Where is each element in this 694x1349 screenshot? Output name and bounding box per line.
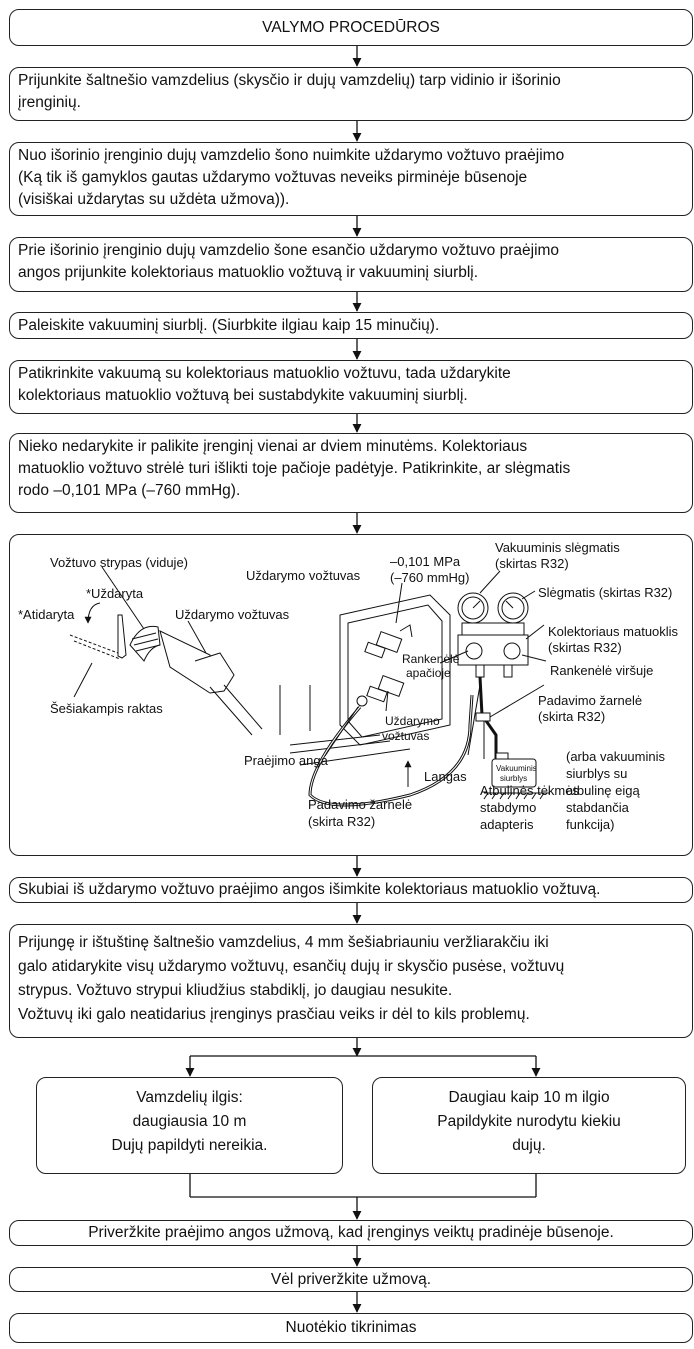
step-2-line-2: (Ką tik iš gamyklos gautas uždarymo vožt…: [18, 169, 528, 186]
label-service-port: Praėjimo anga: [244, 753, 329, 768]
shutoff-valve-upper-icon: [364, 624, 413, 659]
branch-left-line-2: daugiausia 10 m: [132, 1113, 247, 1130]
step-7-line-1: Skubiai iš uždarymo vožtuvo praėjimo ang…: [18, 881, 601, 898]
step-9-text: Priveržkite praėjimo angos užmovą, kad į…: [88, 1224, 614, 1241]
label-gauge: Slėgmatis (skirtas R32): [538, 585, 672, 600]
title-text: VALYMO PROCEDŪROS: [262, 19, 440, 36]
label-check-valve-1: Atbulinės tėkmės: [480, 783, 579, 798]
step-1-line-1: Prijunkite šaltnešio vamzdelius (skysčio…: [18, 72, 561, 89]
step-11-text: Nuotėkio tikrinimas: [285, 1319, 417, 1336]
step-11-box: Nuotėkio tikrinimas: [9, 1313, 693, 1343]
branch-left-box: Vamzdelių ilgis: daugiausia 10 m Dujų pa…: [36, 1077, 343, 1174]
step-6-box: Nieko nedarykite ir palikite įrenginį vi…: [9, 433, 693, 513]
step-1-line-2: įrenginių.: [18, 94, 81, 111]
label-opened: *Atidaryta: [18, 607, 75, 622]
branch-right-line-2: Papildykite nurodytu kiekiu: [437, 1113, 621, 1130]
step-2-line-3: (visiškai uždarytas su uždėta užmova)).: [18, 191, 290, 208]
label-vacuum-gauge: Vakuuminis slėgmatis: [495, 540, 620, 555]
valve-stem-icon: [129, 625, 161, 662]
branch-right-line-3: dujų.: [512, 1137, 546, 1154]
label-closed: *Uždaryta: [86, 586, 144, 601]
step-6-line-3: rodo –0,101 MPa (–760 mmHg).: [18, 482, 241, 499]
step-8-line-3: strypus. Vožtuvo strypui kliudžius stabd…: [18, 982, 453, 999]
label-manifold: Kolektoriaus matuoklis: [548, 624, 679, 639]
step-7-box: Skubiai iš uždarymo vožtuvo praėjimo ang…: [9, 877, 693, 903]
label-manifold-sub: (skirtas R32): [548, 640, 622, 655]
step-8-line-4: Vožtuvų iki galo neatidarius įrenginys p…: [18, 1006, 530, 1023]
label-valve-stem: Vožtuvo strypas (viduje): [50, 555, 188, 570]
label-check-valve-3: adapteris: [480, 817, 534, 832]
label-check-valve-2: stabdymo: [480, 800, 536, 815]
branch-right-box: Daugiau kaip 10 m ilgio Papildykite nuro…: [372, 1077, 686, 1174]
shutoff-valve-lower-icon: [356, 675, 405, 707]
charge-hose-icon: [308, 694, 474, 807]
step-8-box: Prijungę ir ištuštinę šaltnešio vamzdeli…: [9, 924, 693, 1038]
check-valve-adapter-icon: [475, 712, 491, 722]
label-pump-alt-1: (arba vakuuminis: [566, 749, 665, 764]
label-pump-alt-2: siurblys su: [566, 766, 627, 781]
label-hex-wrench: Šešiakampis raktas: [50, 701, 163, 716]
label-pump-2: siurblys: [500, 774, 527, 783]
step-8-line-2: galo atidarykite visų uždarymo vožtuvų, …: [18, 958, 565, 975]
label-shutoff-valve-top: Uždarymo vožtuvas: [246, 568, 361, 583]
step-6-line-2: matuoklio vožtuvo strėlė turi išlikti to…: [18, 460, 571, 477]
label-window: Langas: [424, 769, 467, 784]
branch-left-line-3: Dujų papildyti nereikia.: [111, 1137, 268, 1154]
step-6-line-1: Nieko nedarykite ir palikite įrenginį vi…: [18, 438, 528, 455]
step-2-line-1: Nuo išorinio įrenginio dujų vamzdelio šo…: [18, 147, 565, 164]
service-port-icon: [356, 695, 368, 707]
step-3-box: Prie išorinio įrenginio dujų vamzdelio š…: [9, 237, 693, 292]
label-handle-low-1: Rankenėlė: [402, 652, 460, 666]
label-vacuum-gauge-sub: (skirtas R32): [495, 556, 569, 571]
title-box: VALYMO PROCEDŪROS: [9, 9, 693, 46]
step-5-box: Patikrinkite vakuumą su kolektoriaus mat…: [9, 360, 693, 414]
label-charge-hose-right: Padavimo žarnelė: [538, 693, 642, 708]
label-shutoff-valve-small-1: Uždarymo: [385, 714, 440, 728]
label-charge-hose-bottom-1: Padavimo žarnelė: [308, 797, 412, 812]
branch-left-line-1: Vamzdelių ilgis:: [136, 1089, 243, 1106]
label-shutoff-valve-left: Uždarymo vožtuvas: [175, 607, 290, 622]
step-5-line-2: kolektoriaus matuoklio vožtuvą bei susta…: [18, 387, 468, 404]
low-handle-icon: [465, 642, 483, 660]
step-9-box: Priveržkite praėjimo angos užmovą, kad į…: [9, 1220, 693, 1246]
step-2-box: Nuo išorinio įrenginio dujų vamzdelio šo…: [9, 142, 693, 216]
pump-hose-icon: [478, 676, 498, 765]
label-shutoff-valve-small-2: vožtuvas: [382, 729, 429, 743]
outdoor-unit-panel: [339, 594, 451, 746]
pipe-icon: [209, 684, 263, 736]
step-8-line-1: Prijungę ir ištuštinę šaltnešio vamzdeli…: [18, 934, 549, 951]
rotation-arrow-icon: [84, 602, 101, 624]
hex-wrench-icon: [117, 614, 127, 659]
label-charge-hose-bottom-2: (skirta R32): [308, 814, 375, 829]
vacuum-setup-illustration: Vožtuvo strypas (viduje) *Uždaryta *Atid…: [18, 540, 679, 832]
label-pressure-mmhg: (–760 mmHg): [390, 570, 469, 585]
step-4-box: Paleiskite vakuuminį siurblį. (Siurbkite…: [9, 312, 693, 339]
label-handle-low-2: apačioje: [406, 666, 451, 680]
label-charge-hose-right-sub: (skirta R32): [538, 709, 605, 724]
step-3-line-2: angos prijunkite kolektoriaus matuoklio …: [18, 264, 479, 281]
label-pump-alt-3: atbulinę eigą: [566, 783, 640, 798]
branch-right-line-1: Daugiau kaip 10 m ilgio: [448, 1089, 610, 1106]
label-handle-high: Rankenėlė viršuje: [550, 663, 653, 678]
figure-box: Vožtuvo strypas (viduje) *Uždaryta *Atid…: [9, 534, 693, 856]
label-pump-alt-4: stabdančia: [566, 800, 630, 815]
label-pump-1: Vakuuminis: [496, 764, 537, 773]
label-pump-alt-5: funkcija): [566, 817, 614, 832]
step-10-text: Vėl priveržkite užmovą.: [270, 1271, 432, 1288]
wrench-open-position: [69, 634, 119, 654]
step-3-line-1: Prie išorinio įrenginio dujų vamzdelio š…: [18, 242, 560, 259]
vacuum-pump-icon: [483, 752, 550, 800]
label-pressure-value: –0,101 MPa: [390, 554, 461, 569]
step-4-line-1: Paleiskite vakuuminį siurblį. (Siurbkite…: [18, 317, 440, 334]
high-handle-icon: [503, 642, 521, 660]
step-5-line-1: Patikrinkite vakuumą su kolektoriaus mat…: [18, 365, 511, 382]
step-10-box: Vėl priveržkite užmovą.: [9, 1267, 693, 1292]
step-1-box: Prijunkite šaltnešio vamzdelius (skysčio…: [9, 67, 693, 121]
